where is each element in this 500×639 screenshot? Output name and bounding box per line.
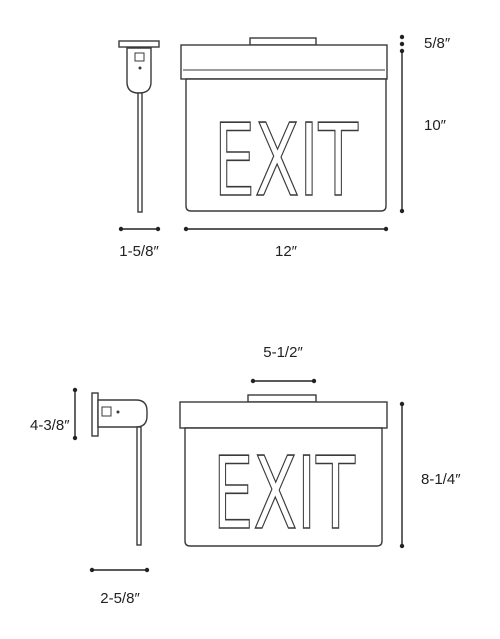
exit-legend-bottom: EXIT (213, 435, 356, 552)
exit-sign-front-wall: EXIT (179, 394, 388, 553)
side-profile-ceiling-mount (118, 40, 160, 213)
canopy-dimension-label-top: 5/8″ (424, 35, 451, 52)
ceiling-mount-view: EXIT 1-5/8″ 12″ 5/8″ 10″ (118, 34, 451, 260)
exit-legend-top: EXIT (214, 102, 359, 219)
height-dimension-label-bottom: 8-1/4″ (421, 471, 461, 488)
depth-dimension-label-top: 1-5/8″ (119, 243, 159, 260)
dimension-lines-bottom (72, 378, 405, 573)
exit-sign-front-ceiling: EXIT (180, 37, 388, 220)
mount-height-dimension-label: 4-3/8″ (30, 417, 70, 434)
depth-dimension-label-bottom: 2-5/8″ (100, 590, 140, 607)
height-dimension-label-top: 10″ (424, 117, 447, 134)
wall-mount-view: EXIT 5-1/2″ 4-3/8″ 8-1/4″ 2-5/8″ (30, 344, 461, 607)
width-dimension-label-top: 12″ (275, 243, 298, 260)
side-profile-wall-mount (91, 392, 148, 546)
dimension-lines-top (118, 34, 405, 232)
canopy-width-dimension-label: 5-1/2″ (263, 344, 303, 361)
